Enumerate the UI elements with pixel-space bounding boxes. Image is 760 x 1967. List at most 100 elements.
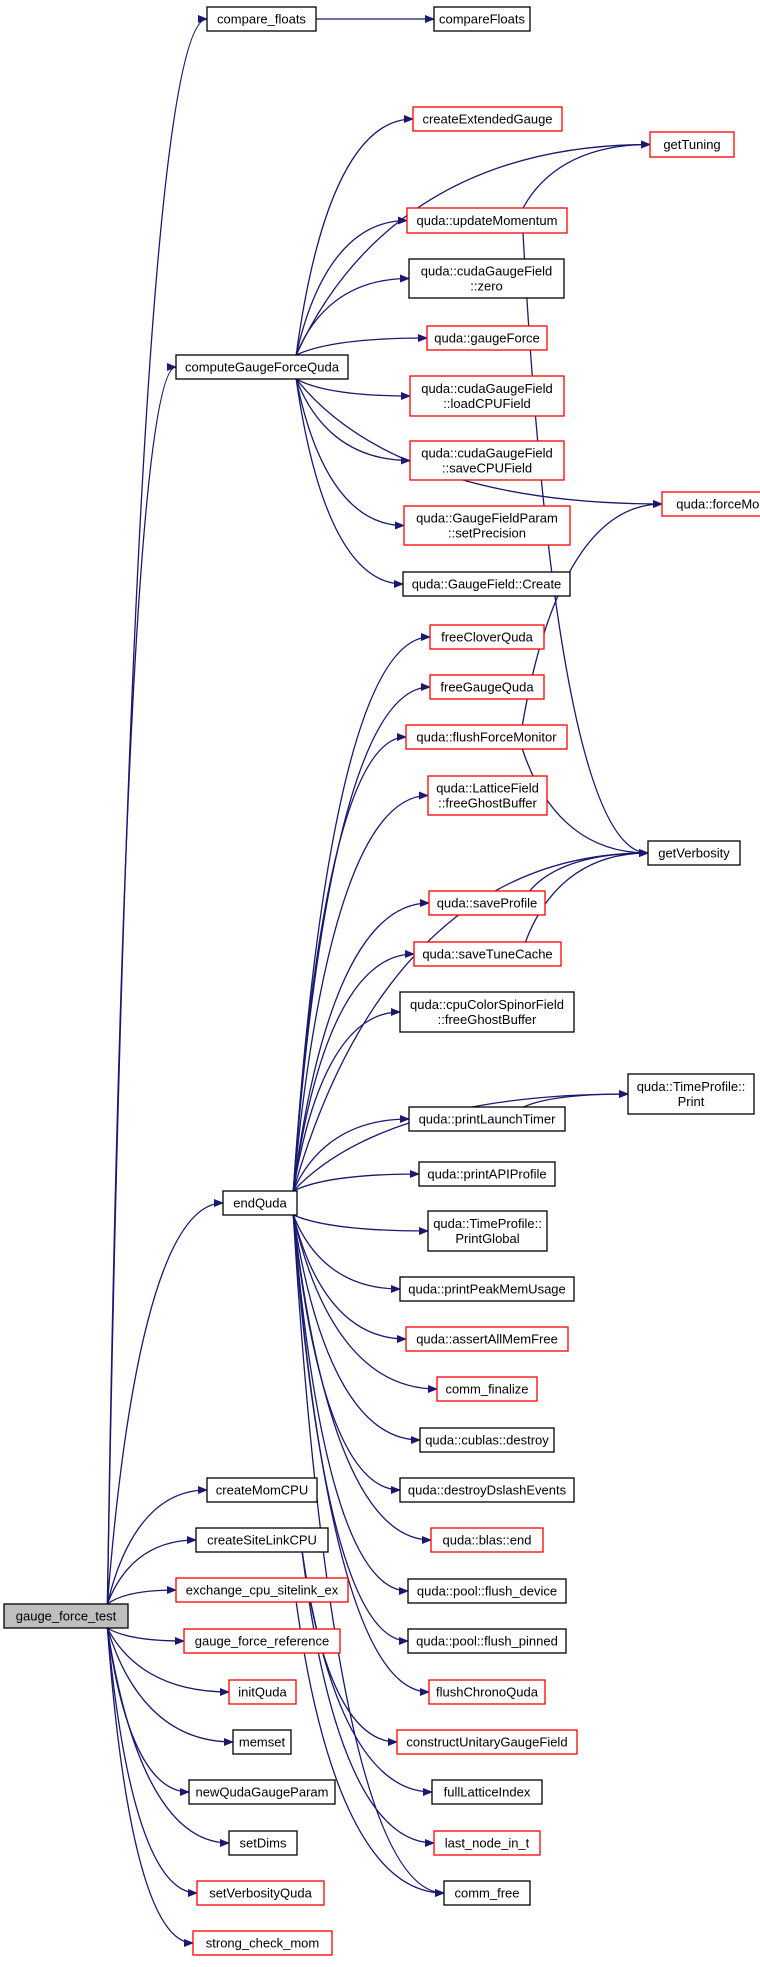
node-setPrecision[interactable]: quda::GaugeFieldParam::setPrecision (403, 505, 571, 546)
edge-gauge_force_test-to-setVerbosityQuda (106, 1627, 198, 1897)
node-label: quda::saveTuneCache (422, 947, 552, 962)
edge-printLaunchTimer-to-TimeProfile_Print (523, 1090, 629, 1108)
edge-endQuda-to-flushChronoQuda (292, 1214, 430, 1696)
node-box (408, 258, 565, 299)
node-fullLatticeIndex[interactable]: fullLatticeIndex (431, 1779, 543, 1805)
node-printPeakMemUsage[interactable]: quda::printPeakMemUsage (399, 1276, 575, 1302)
node-comm_finalize[interactable]: comm_finalize (436, 1376, 538, 1402)
edge-computeGaugeForceQuda-to-setPrecision (295, 378, 405, 530)
node-GaugeFieldCreate[interactable]: quda::GaugeField::Create (402, 571, 571, 597)
node-box (196, 1880, 325, 1906)
node-loadCPUField[interactable]: quda::cudaGaugeField::loadCPUField (409, 375, 565, 417)
node-compareFloats[interactable]: compareFloats (433, 6, 531, 32)
node-comm_free[interactable]: comm_free (443, 1880, 531, 1906)
node-box (228, 1679, 297, 1705)
node-box (436, 1376, 538, 1402)
edge-endQuda-to-cpuColorSpinorField_freeGhostBuffer (292, 1008, 401, 1192)
node-cublas_destroy[interactable]: quda::cublas::destroy (419, 1427, 555, 1453)
node-endQuda[interactable]: endQuda (222, 1190, 298, 1216)
node-memset[interactable]: memset (232, 1729, 292, 1755)
node-TimeProfile_Print[interactable]: quda::TimeProfile::Print (627, 1073, 755, 1115)
edge-updateMomentum-to-getVerbosity (522, 232, 649, 857)
edge-endQuda-to-cublas_destroy (292, 1214, 421, 1444)
node-gauge_force_reference[interactable]: gauge_force_reference (183, 1628, 341, 1654)
node-label: createExtendedGauge (422, 112, 552, 127)
node-label: quda::pool::flush_device (417, 1584, 557, 1599)
node-printLaunchTimer[interactable]: quda::printLaunchTimer (408, 1106, 566, 1132)
edge-gauge_force_test-to-createMomCPU (106, 1486, 208, 1605)
node-blas_end[interactable]: quda::blas::end (430, 1527, 544, 1553)
node-last_node_in_t[interactable]: last_node_in_t (433, 1830, 541, 1856)
edge-saveProfile-to-getVerbosity (529, 849, 649, 892)
node-box (418, 1161, 556, 1187)
edge-createSiteLinkCPU-to-last_node_in_t (301, 1551, 435, 1847)
node-box (206, 6, 317, 32)
node-computeGaugeForceQuda[interactable]: computeGaugeForceQuda (175, 354, 349, 380)
node-getVerbosity[interactable]: getVerbosity (647, 840, 741, 866)
edge-gauge_force_test-to-strong_check_mom (106, 1627, 194, 1947)
node-box (627, 1073, 755, 1115)
node-saveProfile[interactable]: quda::saveProfile (428, 890, 546, 916)
node-label: gauge_force_reference (195, 1634, 329, 1649)
node-label: quda::updateMomentum (417, 213, 558, 228)
node-label: quda::printPeakMemUsage (408, 1282, 566, 1297)
node-label: setDims (240, 1836, 287, 1851)
node-TimeProfile_PrintGlobal[interactable]: quda::TimeProfile::PrintGlobal (427, 1210, 548, 1252)
node-label: quda::blas::end (443, 1533, 532, 1548)
node-freeCloverQuda[interactable]: freeCloverQuda (429, 624, 545, 650)
node-label: quda::cudaGaugeField (421, 446, 553, 461)
node-compare_floats[interactable]: compare_floats (206, 6, 317, 32)
node-createMomCPU[interactable]: createMomCPU (206, 1477, 318, 1503)
node-label: quda::GaugeFieldParam (416, 511, 558, 526)
node-LatticeField_freeGhostBuffer[interactable]: quda::LatticeField::freeGhostBuffer (427, 775, 548, 816)
node-destroyDslashEvents[interactable]: quda::destroyDslashEvents (399, 1477, 575, 1503)
node-box (429, 674, 545, 700)
node-box (3, 1603, 129, 1629)
node-box (428, 1679, 546, 1705)
edge-gauge_force_test-to-exchange_cpu_sitelink_ex (107, 1586, 177, 1605)
node-freeGaugeQuda[interactable]: freeGaugeQuda (429, 674, 545, 700)
node-exchange_cpu_sitelink_ex[interactable]: exchange_cpu_sitelink_ex (175, 1577, 349, 1603)
node-createExtendedGauge[interactable]: createExtendedGauge (412, 106, 563, 132)
node-forceMonitor[interactable]: quda::forceMonitor (661, 491, 760, 517)
node-updateMomentum[interactable]: quda::updateMomentum (406, 207, 568, 234)
node-setVerbosityQuda[interactable]: setVerbosityQuda (196, 1880, 325, 1906)
node-label: compareFloats (439, 12, 525, 27)
node-label: ::setPrecision (448, 526, 526, 541)
node-cpuColorSpinorField_freeGhostBuffer[interactable]: quda::cpuColorSpinorField::freeGhostBuff… (399, 991, 575, 1033)
node-gauge_force_test[interactable]: gauge_force_test (3, 1603, 129, 1629)
node-label: createMomCPU (216, 1483, 308, 1498)
node-pool_flush_pinned[interactable]: quda::pool::flush_pinned (407, 1628, 567, 1654)
node-label: quda::destroyDslashEvents (408, 1483, 567, 1498)
node-saveCPUField[interactable]: quda::cudaGaugeField::saveCPUField (409, 440, 565, 481)
node-flushChronoQuda[interactable]: flushChronoQuda (428, 1679, 546, 1705)
node-flushForceMonitor[interactable]: quda::flushForceMonitor (405, 724, 568, 750)
node-label: constructUnitaryGaugeField (406, 1735, 567, 1750)
edge-computeGaugeForceQuda-to-cudaGaugeField_zero (295, 274, 410, 356)
node-cudaGaugeField_zero[interactable]: quda::cudaGaugeField::zero (408, 258, 565, 299)
node-initQuda[interactable]: initQuda (228, 1679, 297, 1705)
node-assertAllMemFree[interactable]: quda::assertAllMemFree (405, 1326, 569, 1352)
node-setDims[interactable]: setDims (228, 1830, 298, 1856)
node-box (647, 840, 741, 866)
node-box (399, 1477, 575, 1503)
node-box (426, 325, 548, 351)
node-createSiteLinkCPU[interactable]: createSiteLinkCPU (195, 1527, 329, 1553)
node-label: quda::cpuColorSpinorField (410, 997, 564, 1012)
node-constructUnitaryGaugeField[interactable]: constructUnitaryGaugeField (396, 1729, 578, 1755)
node-pool_flush_device[interactable]: quda::pool::flush_device (407, 1578, 567, 1604)
edge-gauge_force_test-to-createSiteLinkCPU (106, 1536, 197, 1605)
edge-gauge_force_test-to-gauge_force_reference (107, 1627, 185, 1645)
node-getTuning[interactable]: getTuning (649, 131, 735, 158)
node-label: freeCloverQuda (441, 630, 534, 645)
edge-flushForceMonitor-to-getVerbosity (521, 748, 649, 857)
node-saveTuneCache[interactable]: quda::saveTuneCache (413, 941, 562, 967)
node-strong_check_mom[interactable]: strong_check_mom (192, 1930, 333, 1956)
node-box (413, 941, 562, 967)
node-gaugeForce[interactable]: quda::gaugeForce (426, 325, 548, 351)
node-box (409, 375, 565, 417)
node-newQudaGaugeParam[interactable]: newQudaGaugeParam (188, 1779, 336, 1805)
node-label: quda::TimeProfile:: (433, 1216, 542, 1231)
edge-computeGaugeForceQuda-to-createExtendedGauge (295, 115, 414, 356)
node-printAPIProfile[interactable]: quda::printAPIProfile (418, 1161, 556, 1187)
